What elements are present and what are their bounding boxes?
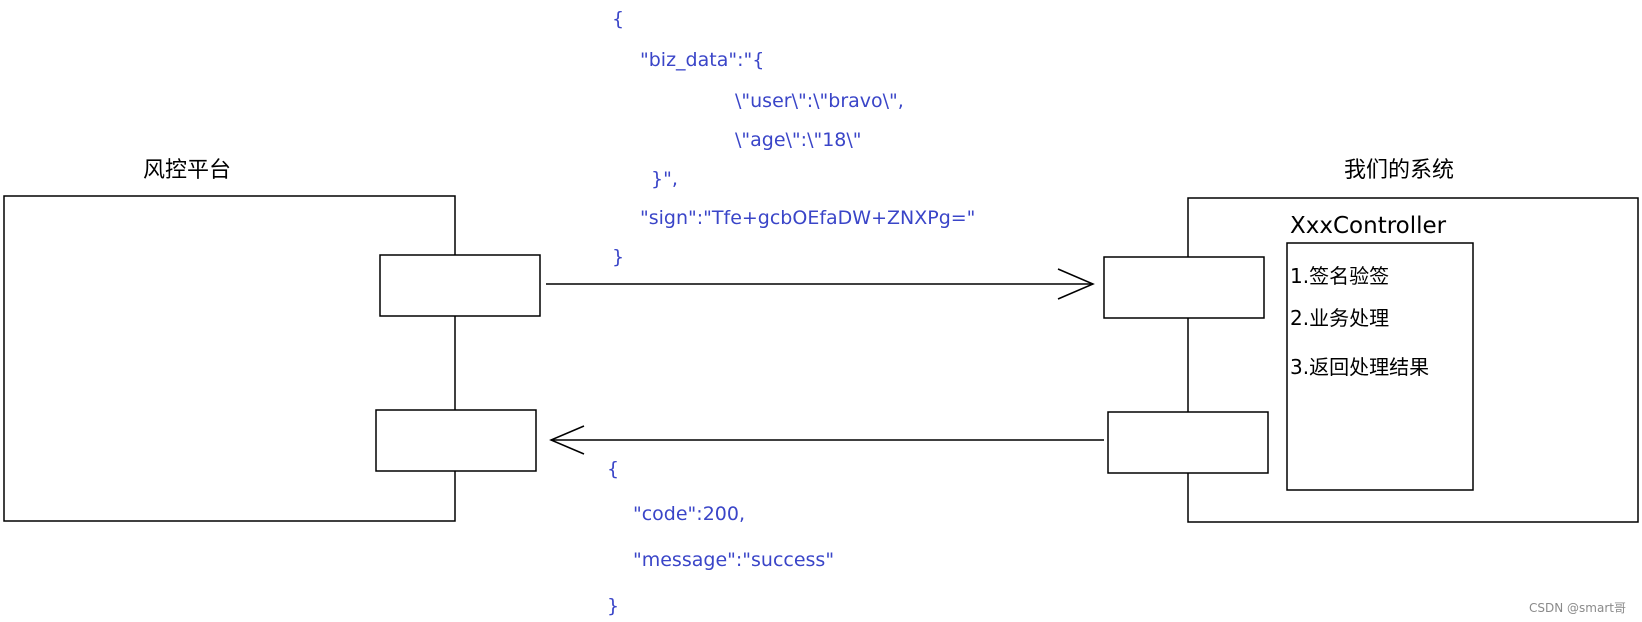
request-json-line-1: { [612,8,625,30]
request-json-line-6: "sign":"Tfe+gcbOEfaDW+ZNXPg=" [640,207,976,229]
request-json-line-4: \"age\":\"18\" [735,129,862,151]
risk-platform-request-port [379,254,541,317]
controller-box [1286,242,1474,491]
risk-platform-title: 风控平台 [143,158,232,183]
our-system-box [1187,197,1639,523]
response-json-line-3: "message":"success" [633,549,835,571]
request-arrow-head [1057,268,1095,300]
response-json-line-4: } [607,595,620,617]
request-json-line-2: "biz_data":"{ [640,49,765,71]
request-json-line-3: \"user\":\"bravo\", [735,90,904,112]
risk-platform-response-port [375,409,537,472]
controller-step-3: 3.返回处理结果 [1290,355,1430,379]
response-json-line-2: "code":200, [633,503,746,525]
controller-step-2: 2.业务处理 [1290,306,1390,330]
our-system-response-port [1107,411,1269,474]
request-json-line-5: }", [651,168,678,190]
controller-step-1: 1.签名验签 [1290,264,1390,288]
controller-title: XxxController [1290,213,1447,239]
csdn-watermark: CSDN @smart哥 [1529,601,1626,615]
risk-platform-box [3,195,456,522]
our-system-title: 我们的系统 [1344,158,1455,183]
response-arrow-head [549,425,585,455]
request-json-line-7: } [612,246,625,268]
our-system-request-port [1103,256,1265,319]
response-json-line-1: { [607,458,620,480]
